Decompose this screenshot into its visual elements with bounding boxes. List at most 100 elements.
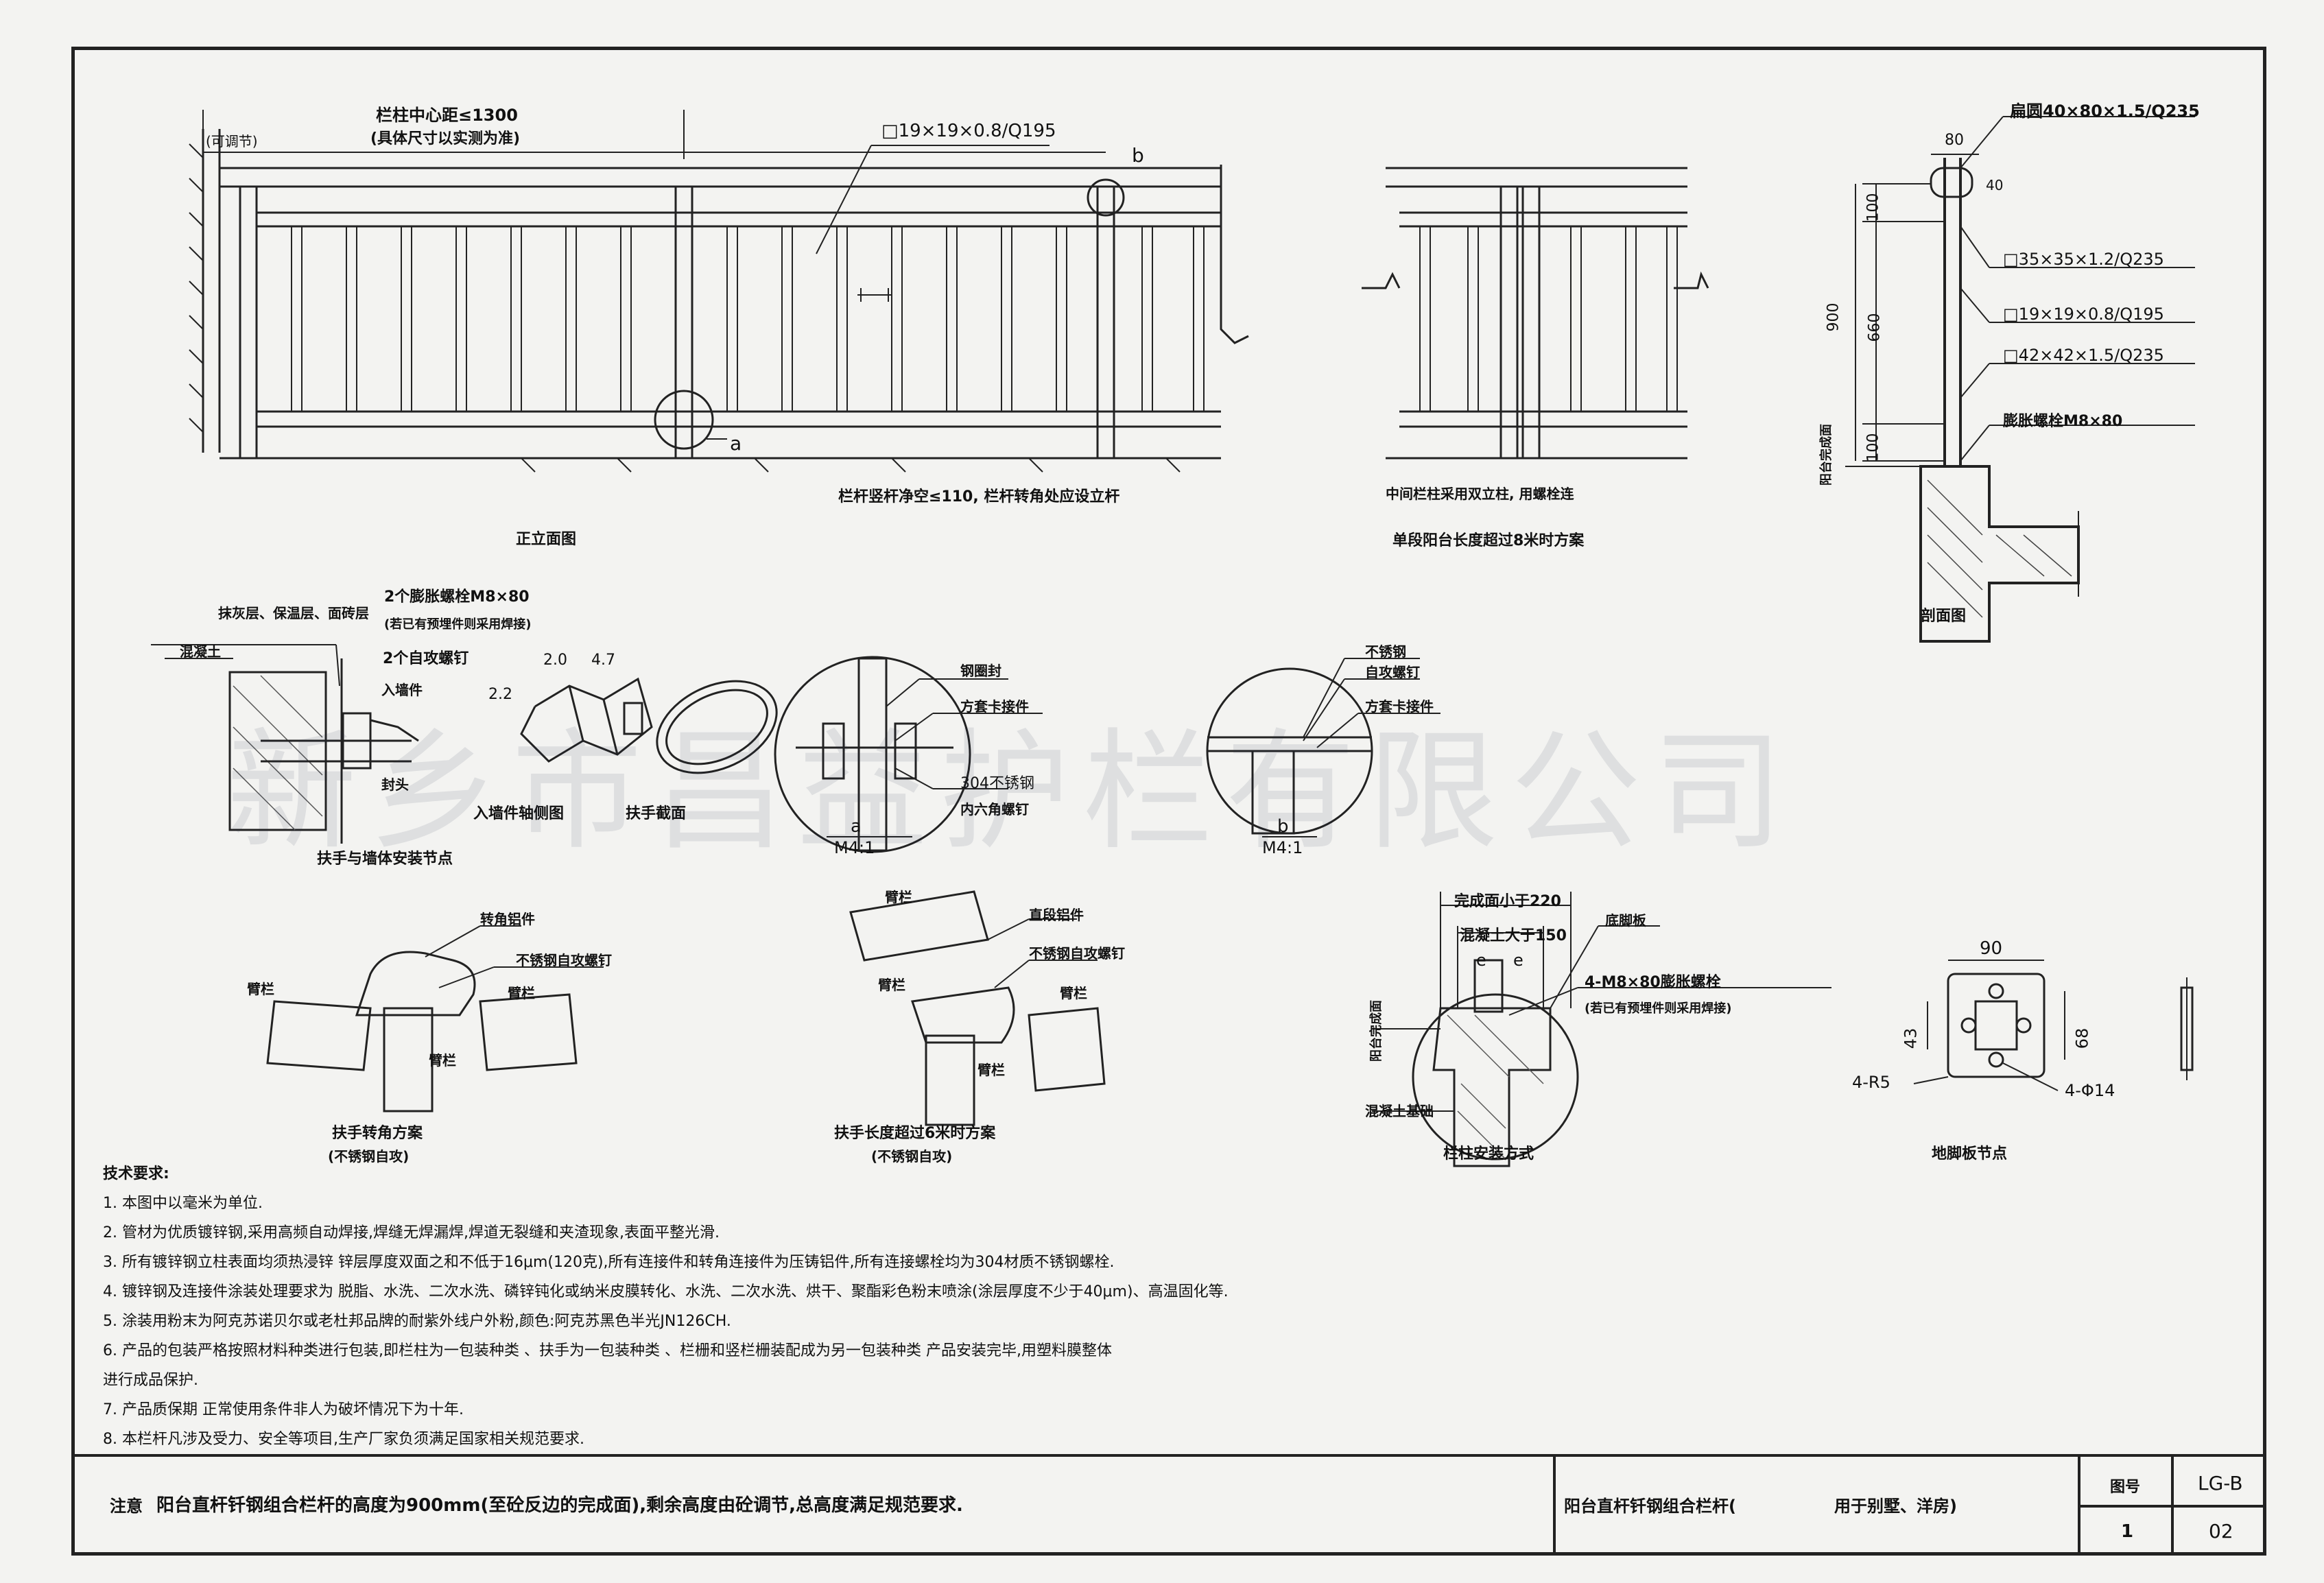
arm-rail-label-6: 臂栏	[1060, 985, 1087, 1001]
mid-post-note: 中间栏柱采用双立柱, 用螺栓连	[1386, 486, 1574, 502]
handrail-wall-node-title: 扶手与墙体安装节点	[317, 850, 453, 868]
arm-rail-label-4: 臂栏	[885, 889, 912, 905]
finish-floor-2-label: 阳台完成面	[1369, 1000, 1384, 1062]
drawing-no-label: 图号	[2110, 1479, 2141, 1496]
note-item: 8. 本栏杆凡涉及受力、安全等项目,生产厂家负须满足国家相关规范要求.	[103, 1431, 584, 1448]
corner-connector-label: 转角铝件	[480, 911, 535, 927]
ss-screw-2-label: 不锈钢自攻螺钉	[1029, 945, 1125, 962]
concrete-wall-label: 混凝土	[180, 643, 221, 660]
insert-axis-title: 入墙件轴侧图	[473, 805, 565, 822]
dim-43: 43	[1901, 1027, 1921, 1049]
long-handrail-title: 扶手长度超过6米时方案	[834, 1125, 996, 1142]
notes-title: 技术要求:	[103, 1165, 169, 1182]
corner-scheme-title: 扶手转角方案	[332, 1125, 423, 1142]
dim-100-top: 100	[1864, 193, 1882, 222]
baluster-gap-label: 栏杆竖杆净空≤110, 栏杆转角处应设立杆	[838, 488, 1120, 505]
front-elevation-title: 正立面图	[516, 531, 577, 548]
wall-finish-label: 抹灰层、保温层、面砖层	[218, 605, 369, 621]
square-connector-b-label: 方套卡接件	[1365, 698, 1434, 715]
phi14-label: 4-Φ14	[2065, 1081, 2115, 1100]
handrail-section-title: 扶手截面	[626, 805, 687, 822]
expansion-bolt-label: 膨胀螺栓M8×80	[2003, 413, 2123, 430]
note-label: 注意	[110, 1497, 143, 1516]
dim-80: 80	[1945, 132, 1964, 149]
arm-rail-label-2: 臂栏	[508, 985, 535, 1001]
detail-b-label: b	[1277, 816, 1289, 837]
end-cap-label: 封头	[381, 776, 409, 793]
note-item: 2. 管材为优质镀锌钢,采用高频自动焊接,焊缝无焊漏焊,焊道无裂缝和夹渣现象,表…	[103, 1224, 720, 1241]
finish-220-label: 完成面小于220	[1454, 893, 1561, 910]
usage-label: 用于别墅、洋房)	[1834, 1497, 1957, 1516]
technical-notes: 技术要求: 1. 本图中以毫米为单位. 2. 管材为优质镀锌钢,采用高频自动焊接…	[103, 1159, 1406, 1454]
callout-a-label: a	[730, 432, 742, 455]
callout-b-label: b	[1132, 144, 1144, 167]
post-spacing-label: 栏柱中心距≤1300	[376, 106, 518, 125]
note-item: 进行成品保护.	[103, 1372, 198, 1389]
post-base-spec-label: □42×42×1.5/Q235	[2003, 346, 2164, 365]
long-balcony-title: 单段阳台长度超过8米时方案	[1392, 532, 1585, 549]
dim-90: 90	[1980, 938, 2003, 959]
note-item: 5. 涂装用粉末为阿克苏诺贝尔或老杜邦品牌的耐紫外线户外粉,颜色:阿克苏黑色半光…	[103, 1313, 731, 1330]
note-item: 6. 产品的包装严格按照材料种类进行包装,即栏柱为一包装种类 、扶手为一包装种类…	[103, 1342, 1112, 1359]
corner-scheme-note: (不锈钢自攻)	[328, 1148, 410, 1165]
ss304-label: 304不锈钢	[960, 775, 1034, 792]
wall-insert-label: 入墙件	[381, 682, 423, 698]
dim-2-0: 2.0	[543, 652, 567, 669]
self-tap-screw-label: 自攻螺钉	[1365, 664, 1420, 680]
hex-screw-label: 内六角螺钉	[960, 801, 1029, 818]
base-plate-label: 底脚板	[1605, 912, 1646, 929]
note-text: 阳台直杆钎钢组合栏杆的高度为900mm(至砼反边的完成面),剩余高度由砼调节,总…	[156, 1495, 963, 1516]
bolts-4-note: (若已有预埋件则采用焊接)	[1585, 1001, 1732, 1016]
note-item: 7. 产品质保期 正常使用条件非人为破坏情况下为十年.	[103, 1401, 464, 1418]
long-handrail-note: (不锈钢自攻)	[871, 1148, 953, 1165]
arm-rail-label-3: 臂栏	[429, 1052, 456, 1069]
dim-660: 660	[1866, 313, 1884, 342]
title-block: 注意 阳台直杆钎钢组合栏杆的高度为900mm(至砼反边的完成面),剩余高度由砼调…	[71, 1454, 2266, 1556]
bolts-2-note: (若已有预埋件则采用焊接)	[384, 617, 532, 632]
scale-a-label: M4:1	[834, 838, 875, 857]
pipe-cap-label: 钢圈封	[960, 663, 1001, 679]
screws-2-label: 2个自攻螺钉	[383, 650, 469, 667]
note-item: 1. 本图中以毫米为单位.	[103, 1195, 263, 1212]
e-label-1: e	[1476, 951, 1486, 970]
post-spec-label: □35×35×1.2/Q235	[2003, 250, 2164, 269]
note-item: 4. 镀锌钢及连接件涂装处理要求为 脱脂、水洗、二次水洗、磷锌钝化或纳米皮膜转化…	[103, 1283, 1229, 1300]
arm-rail-label-5: 臂栏	[878, 977, 905, 993]
e-label-2: e	[1513, 951, 1523, 970]
detail-a-label: a	[851, 816, 862, 837]
base-plate-node-title: 地脚板节点	[1932, 1145, 2008, 1163]
sheet-label: 1	[2121, 1521, 2134, 1542]
adjustable-label: (可调节)	[206, 133, 258, 150]
section-view-title: 剖面图	[1921, 608, 1967, 625]
post-spacing-note: (具体尺寸以实测为准)	[370, 130, 521, 147]
dim-40: 40	[1986, 177, 2004, 193]
stainless-label: 不锈钢	[1365, 643, 1406, 660]
straight-connector-label: 直段铝件	[1029, 907, 1084, 923]
dim-900: 900	[1825, 302, 1842, 332]
dim-4-7: 4.7	[591, 652, 615, 669]
bolts-4-label: 4-M8×80膨胀螺栓	[1585, 974, 1721, 991]
drawing-name: 阳台直杆钎钢组合栏杆(	[1564, 1497, 1736, 1516]
ss-screw-label: 不锈钢自攻螺钉	[516, 952, 612, 968]
scale-b-label: M4:1	[1262, 838, 1303, 857]
handrail-spec-label: 扁圆40×80×1.5/Q235	[2010, 102, 2200, 121]
dim-2-2: 2.2	[488, 686, 512, 703]
bolts-2-label: 2个膨胀螺栓M8×80	[384, 588, 530, 606]
note-item: 3. 所有镀锌钢立柱表面均须热浸锌 锌层厚度双面之和不低于16μm(120克),…	[103, 1254, 1115, 1271]
struct-150-label: 混凝土大于150	[1460, 927, 1567, 944]
concrete-base-label: 混凝土基础	[1365, 1103, 1434, 1119]
arm-rail-label-7: 臂栏	[977, 1062, 1005, 1078]
dim-100-bottom: 100	[1864, 433, 1882, 462]
baluster-spec-label: □19×19×0.8/Q195	[881, 121, 1056, 141]
r5-label: 4-R5	[1852, 1073, 1890, 1092]
post-install-title: 栏柱安装方式	[1443, 1145, 1534, 1163]
dim-68: 68	[2072, 1027, 2092, 1049]
sheet-no: 02	[2209, 1520, 2233, 1543]
arm-rail-label-1: 臂栏	[247, 981, 274, 997]
company-watermark: 新乡市昌益护栏有限公司	[226, 716, 1797, 868]
finished-floor-label: 阳台完成面	[1819, 424, 1834, 486]
drawing-no: LG-B	[2198, 1472, 2243, 1495]
baluster-spec-section-label: □19×19×0.8/Q195	[2003, 305, 2164, 324]
square-connector-label: 方套卡接件	[960, 698, 1029, 715]
